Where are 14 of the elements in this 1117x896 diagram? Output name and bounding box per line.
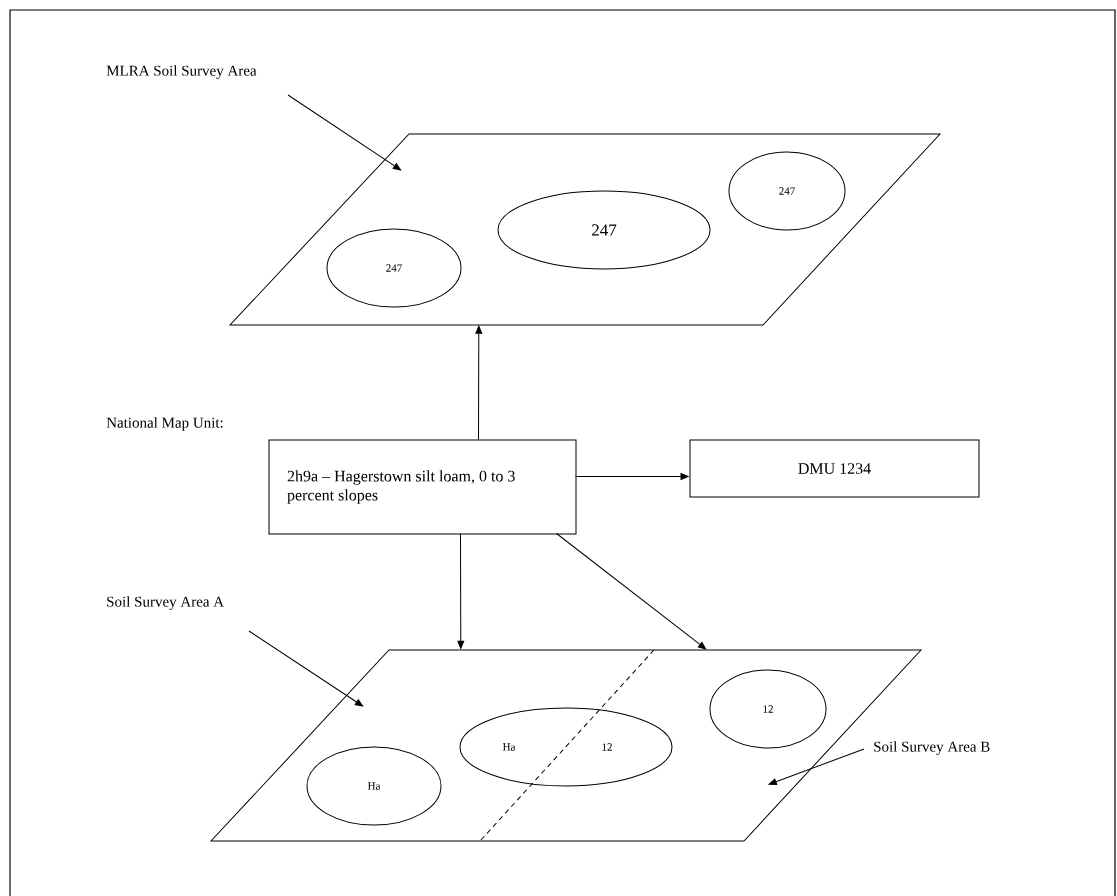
heading: National Map Unit: <box>106 417 223 431</box>
area-label: Soil Survey Area A <box>107 596 224 610</box>
arrow <box>768 748 865 786</box>
arrow <box>475 325 483 440</box>
area-label: Soil Survey Area B <box>874 741 990 755</box>
arrow <box>287 94 402 171</box>
map-sheet <box>229 133 941 326</box>
arrow <box>556 533 707 650</box>
arrow <box>457 533 465 649</box>
map-unit-box: 2h9a – Hagerstown silt loam, 0 to 3 percent slopes <box>268 439 577 535</box>
map-unit-box: DMU 1234 <box>689 439 980 498</box>
arrow <box>575 473 689 480</box>
area-label: MLRA Soil Survey Area <box>106 65 257 79</box>
arrow <box>248 630 364 707</box>
